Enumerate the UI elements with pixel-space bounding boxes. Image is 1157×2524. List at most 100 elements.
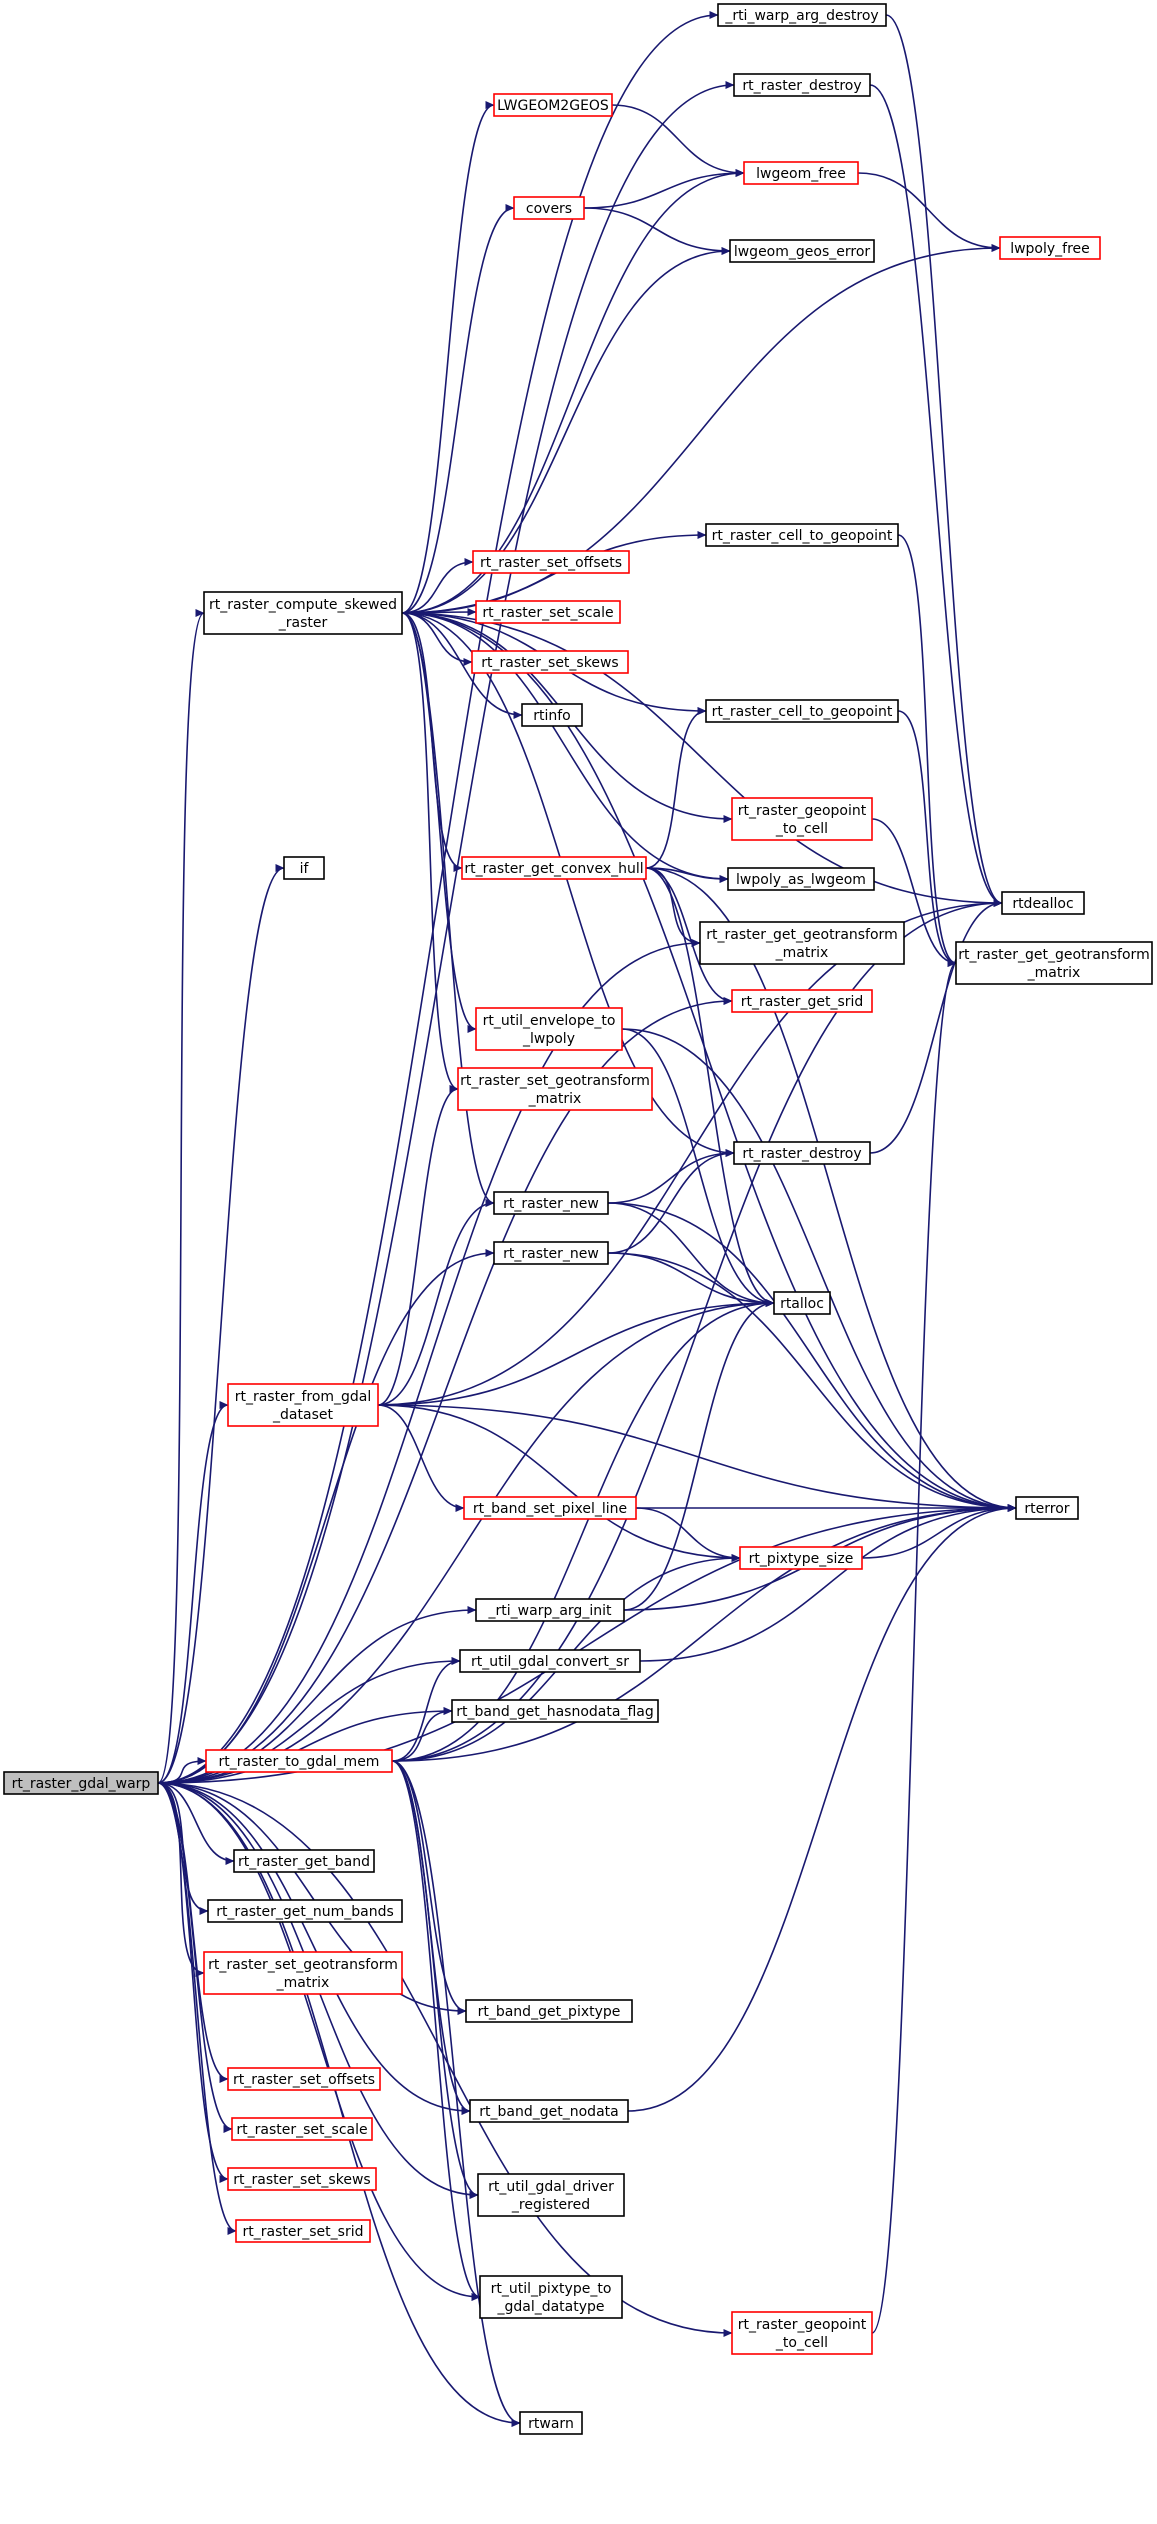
- node-covers[interactable]: covers: [513, 196, 585, 220]
- node-band-set-pixel-line[interactable]: rt_band_set_pixel_line: [463, 1496, 637, 1520]
- node-box[interactable]: [283, 856, 325, 880]
- node-box[interactable]: [203, 591, 403, 635]
- node-raster-destroy-mid[interactable]: rt_raster_destroy: [733, 1141, 871, 1165]
- node-box[interactable]: [717, 3, 887, 27]
- node-box[interactable]: [999, 236, 1101, 260]
- node-box[interactable]: [3, 1771, 159, 1795]
- node-driver-registered[interactable]: rt_util_gdal_driver_registered: [477, 2173, 625, 2217]
- node-get-nodata[interactable]: rt_band_get_nodata: [469, 2099, 629, 2123]
- node-geopoint-to-cell-m[interactable]: rt_raster_geopoint_to_cell: [731, 797, 873, 841]
- node-set-offsets-m[interactable]: rt_raster_set_offsets: [472, 550, 630, 574]
- node-box[interactable]: [233, 1849, 375, 1873]
- node-box[interactable]: [731, 797, 873, 841]
- node-set-scale-l[interactable]: rt_raster_set_scale: [231, 2117, 373, 2141]
- node-convert-sr[interactable]: rt_util_gdal_convert_sr: [459, 1649, 641, 1673]
- node-box[interactable]: [493, 1191, 609, 1215]
- node-raster-destroy-top[interactable]: rt_raster_destroy: [733, 73, 871, 97]
- node-hasnodata[interactable]: rt_band_get_hasnodata_flag: [451, 1699, 659, 1723]
- node-rtinfo[interactable]: rtinfo: [521, 703, 583, 727]
- node-pixtype-size[interactable]: rt_pixtype_size: [739, 1546, 863, 1570]
- node-to-gdal-mem[interactable]: rt_raster_to_gdal_mem: [205, 1749, 393, 1773]
- node-box[interactable]: [231, 2117, 373, 2141]
- node-rtdealloc[interactable]: rtdealloc: [1001, 891, 1085, 915]
- node-set-geotransform-l[interactable]: rt_raster_set_geotransform_matrix: [203, 1951, 403, 1995]
- node-box[interactable]: [475, 1007, 623, 1051]
- node-raster-new-2[interactable]: rt_raster_new: [493, 1241, 609, 1265]
- node-box[interactable]: [235, 2219, 371, 2243]
- node-box[interactable]: [1001, 891, 1085, 915]
- node-lwgeom-free[interactable]: lwgeom_free: [743, 161, 859, 185]
- node-box[interactable]: [493, 1241, 609, 1265]
- node-cell-to-geopoint-2[interactable]: rt_raster_cell_to_geopoint: [705, 699, 899, 723]
- node-box[interactable]: [731, 989, 873, 1013]
- node-box[interactable]: [729, 239, 875, 263]
- node-get-pixtype[interactable]: rt_band_get_pixtype: [465, 1999, 633, 2023]
- node-box[interactable]: [731, 2311, 873, 2355]
- node-box[interactable]: [493, 93, 613, 117]
- node-box[interactable]: [955, 941, 1153, 985]
- node-box[interactable]: [513, 196, 585, 220]
- node-set-scale-m[interactable]: rt_raster_set_scale: [475, 600, 621, 624]
- node-box[interactable]: [699, 921, 905, 965]
- node-box[interactable]: [472, 550, 630, 574]
- node-set-skews-m[interactable]: rt_raster_set_skews: [471, 650, 629, 674]
- node-box[interactable]: [733, 1141, 871, 1165]
- node-get-convex-hull[interactable]: rt_raster_get_convex_hull: [461, 856, 647, 880]
- node-set-skews-l[interactable]: rt_raster_set_skews: [227, 2167, 377, 2191]
- node-box[interactable]: [457, 1067, 653, 1111]
- node-box[interactable]: [519, 2411, 583, 2435]
- node-box[interactable]: [475, 1598, 625, 1622]
- node-box[interactable]: [475, 600, 621, 624]
- node-lwpoly-free[interactable]: lwpoly_free: [999, 236, 1101, 260]
- node-get-band[interactable]: rt_raster_get_band: [233, 1849, 375, 1873]
- node-box[interactable]: [463, 1496, 637, 1520]
- node-box[interactable]: [205, 1749, 393, 1773]
- node-box[interactable]: [227, 2167, 377, 2191]
- node-box[interactable]: [207, 1899, 403, 1923]
- node-box[interactable]: [1015, 1496, 1079, 1520]
- node-box[interactable]: [743, 161, 859, 185]
- node-warp-arg-init[interactable]: _rti_warp_arg_init: [475, 1598, 625, 1622]
- node-envelope-to-lwpoly[interactable]: rt_util_envelope_to_lwpoly: [475, 1007, 623, 1051]
- node-box[interactable]: [739, 1546, 863, 1570]
- node-lwpoly-as-lwgeom[interactable]: lwpoly_as_lwgeom: [727, 867, 875, 891]
- node-geopoint-to-cell-b[interactable]: rt_raster_geopoint_to_cell: [731, 2311, 873, 2355]
- node-lwgeom2geos[interactable]: LWGEOM2GEOS: [493, 93, 613, 117]
- node-raster-new-1[interactable]: rt_raster_new: [493, 1191, 609, 1215]
- node-root[interactable]: rt_raster_gdal_warp: [3, 1771, 159, 1795]
- node-set-geotransform-m[interactable]: rt_raster_set_geotransform_matrix: [457, 1067, 653, 1111]
- node-lwgeom-geos-error[interactable]: lwgeom_geos_error: [729, 239, 875, 263]
- node-set-srid-l[interactable]: rt_raster_set_srid: [235, 2219, 371, 2243]
- node-box[interactable]: [459, 1649, 641, 1673]
- node-set-offsets-l[interactable]: rt_raster_set_offsets: [227, 2067, 381, 2091]
- node-cell-to-geopoint-1[interactable]: rt_raster_cell_to_geopoint: [705, 523, 899, 547]
- node-box[interactable]: [469, 2099, 629, 2123]
- node-rtwarn[interactable]: rtwarn: [519, 2411, 583, 2435]
- node-if[interactable]: if: [283, 856, 325, 880]
- node-box[interactable]: [461, 856, 647, 880]
- node-box[interactable]: [733, 73, 871, 97]
- node-rtalloc[interactable]: rtalloc: [773, 1291, 831, 1315]
- node-box[interactable]: [227, 1383, 379, 1427]
- node-box[interactable]: [521, 703, 583, 727]
- node-box[interactable]: [479, 2275, 623, 2319]
- node-compute-skewed[interactable]: rt_raster_compute_skewed_raster: [203, 591, 403, 635]
- node-get-num-bands[interactable]: rt_raster_get_num_bands: [207, 1899, 403, 1923]
- node-pixtype-to-datatype[interactable]: rt_util_pixtype_to_gdal_datatype: [479, 2275, 623, 2319]
- node-from-gdal[interactable]: rt_raster_from_gdal_dataset: [227, 1383, 379, 1427]
- node-box[interactable]: [705, 699, 899, 723]
- node-box[interactable]: [773, 1291, 831, 1315]
- node-box[interactable]: [451, 1699, 659, 1723]
- node-box[interactable]: [203, 1951, 403, 1995]
- node-box[interactable]: [227, 2067, 381, 2091]
- node-get-srid[interactable]: rt_raster_get_srid: [731, 989, 873, 1013]
- node-box[interactable]: [477, 2173, 625, 2217]
- node-get-geotransform-m[interactable]: rt_raster_get_geotransform_matrix: [699, 921, 905, 965]
- node-get-geotransform-r[interactable]: rt_raster_get_geotransform_matrix: [955, 941, 1153, 985]
- node-box[interactable]: [471, 650, 629, 674]
- node-box[interactable]: [705, 523, 899, 547]
- node-box[interactable]: [465, 1999, 633, 2023]
- node-rterror[interactable]: rterror: [1015, 1496, 1079, 1520]
- node-warp-arg-destroy[interactable]: _rti_warp_arg_destroy: [717, 3, 887, 27]
- node-box[interactable]: [727, 867, 875, 891]
